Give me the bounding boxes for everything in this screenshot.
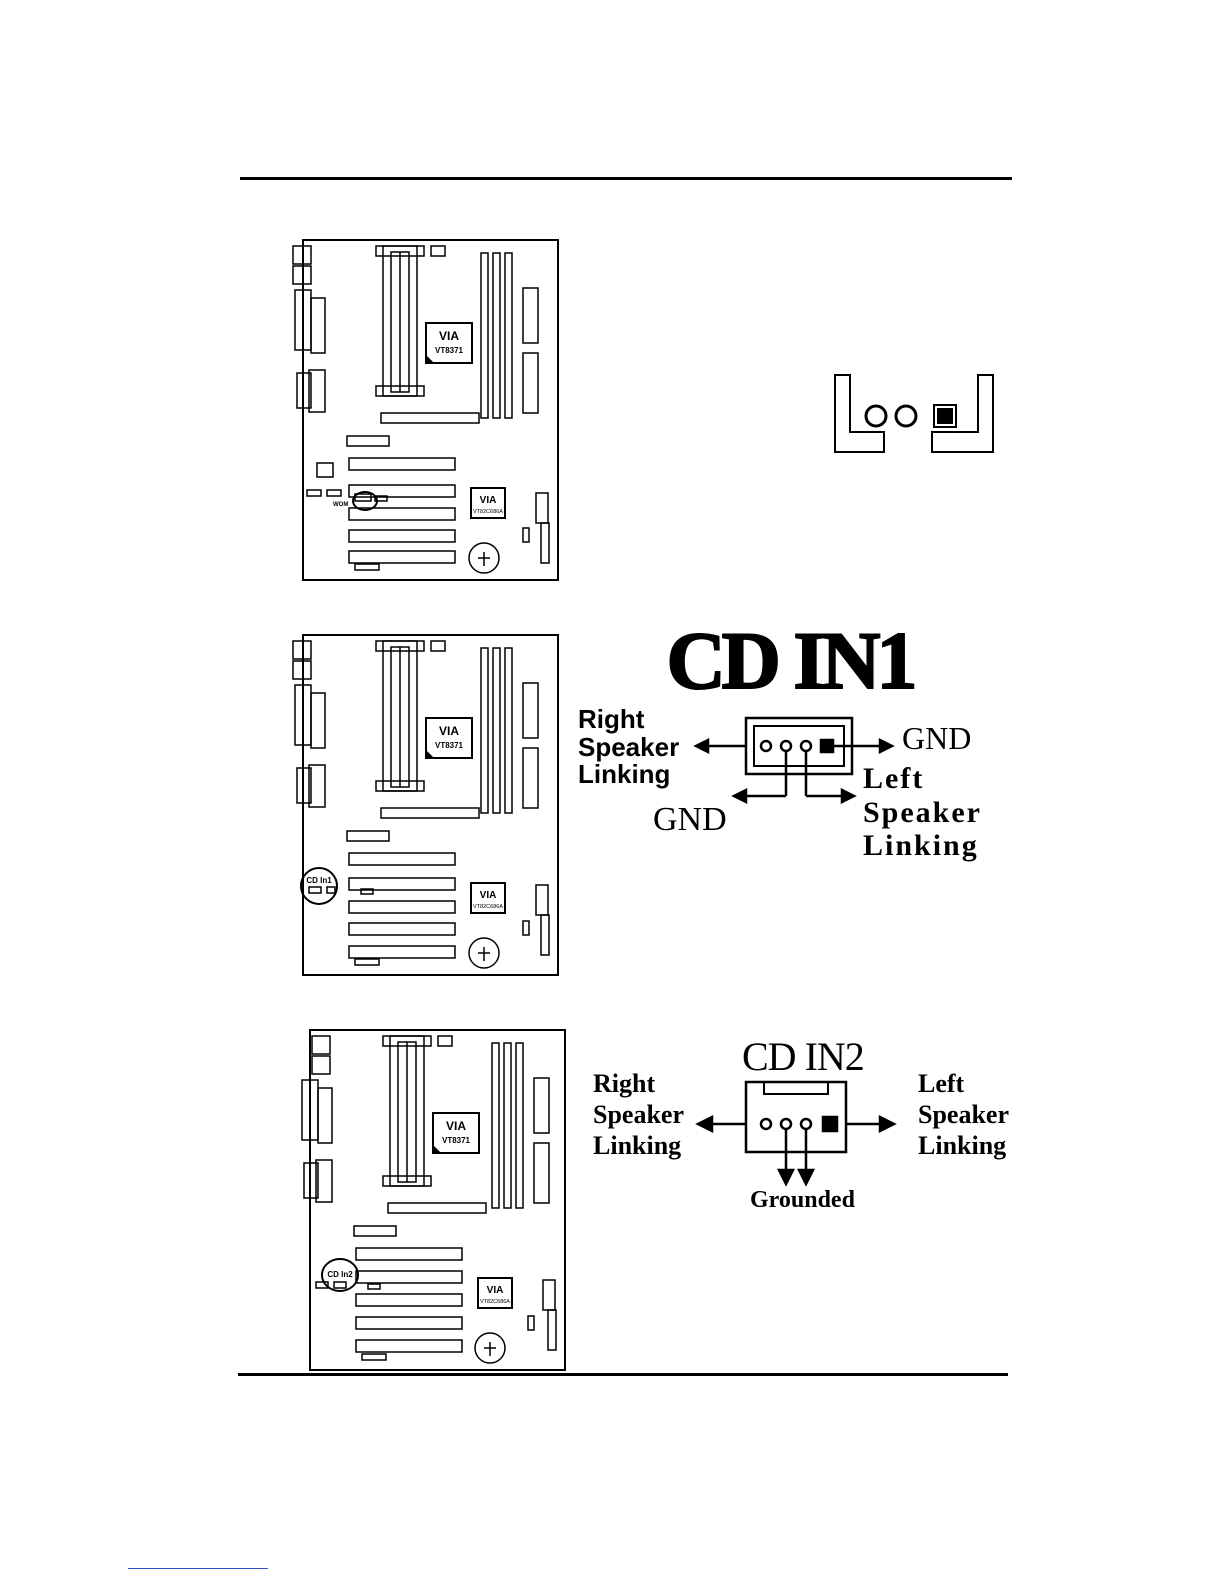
chip-south-model-3: VT82C686A <box>480 1299 510 1305</box>
cd-in2-grounded: Grounded <box>750 1188 855 1213</box>
bottom-rule <box>238 1373 1008 1376</box>
chip-south-via-3: VIA <box>487 1285 504 1296</box>
board2-marker: CD In1 <box>306 876 332 885</box>
chip-north-via: VIA <box>439 329 459 343</box>
chip-south-model-2: VT82C686A <box>473 904 503 910</box>
cd-in2-title: CD IN2 <box>742 1036 864 1078</box>
top-rule <box>240 177 1012 180</box>
chip-south-via-2: VIA <box>480 890 497 901</box>
cd-in1-gnd-right: GND <box>902 722 971 756</box>
cd-in1-right-label: Right Speaker Linking <box>578 706 679 789</box>
chip-north-via-2: VIA <box>439 724 459 738</box>
chip-south-via: VIA <box>480 495 497 506</box>
motherboard-diagram-1: VIA VT8371 VIA VT82C686A WOM <box>291 238 561 583</box>
cd-in1-gnd-bottom: GND <box>653 802 727 838</box>
chip-north-via-3: VIA <box>446 1119 466 1133</box>
chip-north-model-3: VT8371 <box>442 1136 471 1145</box>
cd-in2-left-label: Left Speaker Linking <box>918 1068 1009 1162</box>
connector-3pin-view <box>834 374 994 461</box>
motherboard-diagram-2: VIA VT8371 VIA VT82C686A CD In1 <box>291 633 561 978</box>
cd-in1-left-label: Left Speaker Linking <box>863 762 982 863</box>
chip-south-model: VT82C686A <box>473 509 503 515</box>
board1-marker: WOM <box>333 502 348 508</box>
motherboard-diagram-3: VIA VT8371 VIA VT82C686A CD In2 <box>298 1028 568 1373</box>
board3-marker: CD In2 <box>327 1270 353 1279</box>
cd-in1-title: CD IN1 <box>666 618 913 706</box>
cd-in2-right-label: Right Speaker Linking <box>593 1068 684 1162</box>
chip-north-model: VT8371 <box>435 346 464 355</box>
cd-in2-diagram <box>680 1074 920 1199</box>
bottom-link-underline <box>128 1568 268 1569</box>
chip-north-model-2: VT8371 <box>435 741 464 750</box>
